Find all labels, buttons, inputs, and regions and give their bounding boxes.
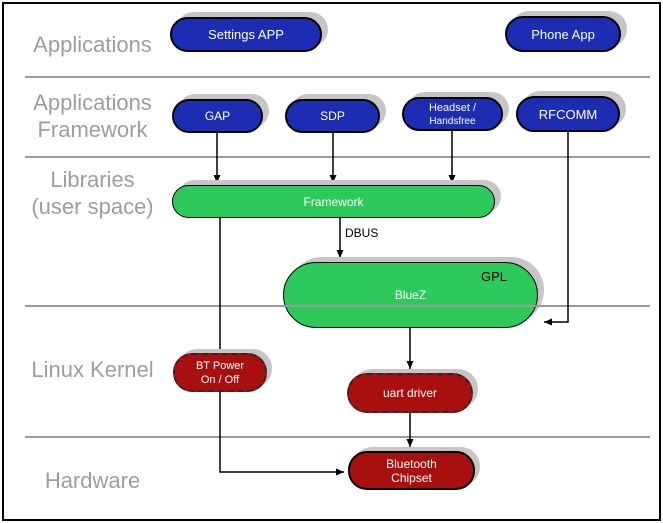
layer-label-linux-kernel: Linux Kernel [0,356,185,383]
arrow-rfcomm-to-bluez [544,132,569,326]
node-label: Framework [303,194,364,209]
node-settings-app: Settings APP [170,17,322,52]
node-headset-handsfree: Headset / Handsfree [402,97,503,131]
node-label: GAP [204,109,231,123]
node-label: Settings APP [208,27,284,42]
node-label: SDP [320,109,345,123]
layer-label-applications: Applications [0,31,185,58]
node-bt-power: BT Power On / Off [173,353,267,392]
node-label-line2: On / Off [200,373,240,386]
node-label-line1: Bluetooth [386,456,437,471]
node-label-line1: BT Power [195,359,245,372]
node-gap: GAP [172,99,263,133]
node-phone-app: Phone App [505,16,621,52]
node-label-line2: Chipset [391,470,432,485]
layer-label-text: Applications [33,32,152,57]
dbus-label: DBUS [345,226,379,240]
node-label: uart driver [382,386,438,400]
arrow-framework-to-chipset-via-btpower [219,218,344,476]
layer-label-text: (user space) [31,194,154,219]
divider-app-framework [25,156,650,158]
divider-kernel [25,436,650,438]
layer-label-text: Applications [33,90,152,115]
divider-applications [25,76,650,78]
node-label: RFCOMM [538,106,598,122]
node-uart-driver: uart driver [347,373,473,413]
layer-label-text: Linux Kernel [31,357,154,382]
layer-label-hardware: Hardware [0,467,185,494]
node-sdp: SDP [285,99,380,133]
node-label-line2: Handsfree [429,115,476,127]
node-bluez: BlueZ GPL [283,262,538,328]
layer-label-libraries: Libraries (user space) [0,166,185,220]
layer-label-applications-framework: Applications Framework [0,89,185,143]
layer-label-text: Libraries [50,167,135,192]
gpl-badge: GPL [480,269,507,284]
node-framework: Framework [172,185,495,218]
node-label: BlueZ [394,288,427,302]
node-rfcomm: RFCOMM [516,96,620,132]
node-label-line1: Headset / [428,101,477,114]
node-bluetooth-chipset: Bluetooth Chipset [348,451,475,490]
layer-label-text: Framework [37,117,148,142]
divider-libraries-over-bluez [265,305,555,307]
node-label: Phone App [531,26,595,42]
layer-label-text: Hardware [44,468,141,493]
